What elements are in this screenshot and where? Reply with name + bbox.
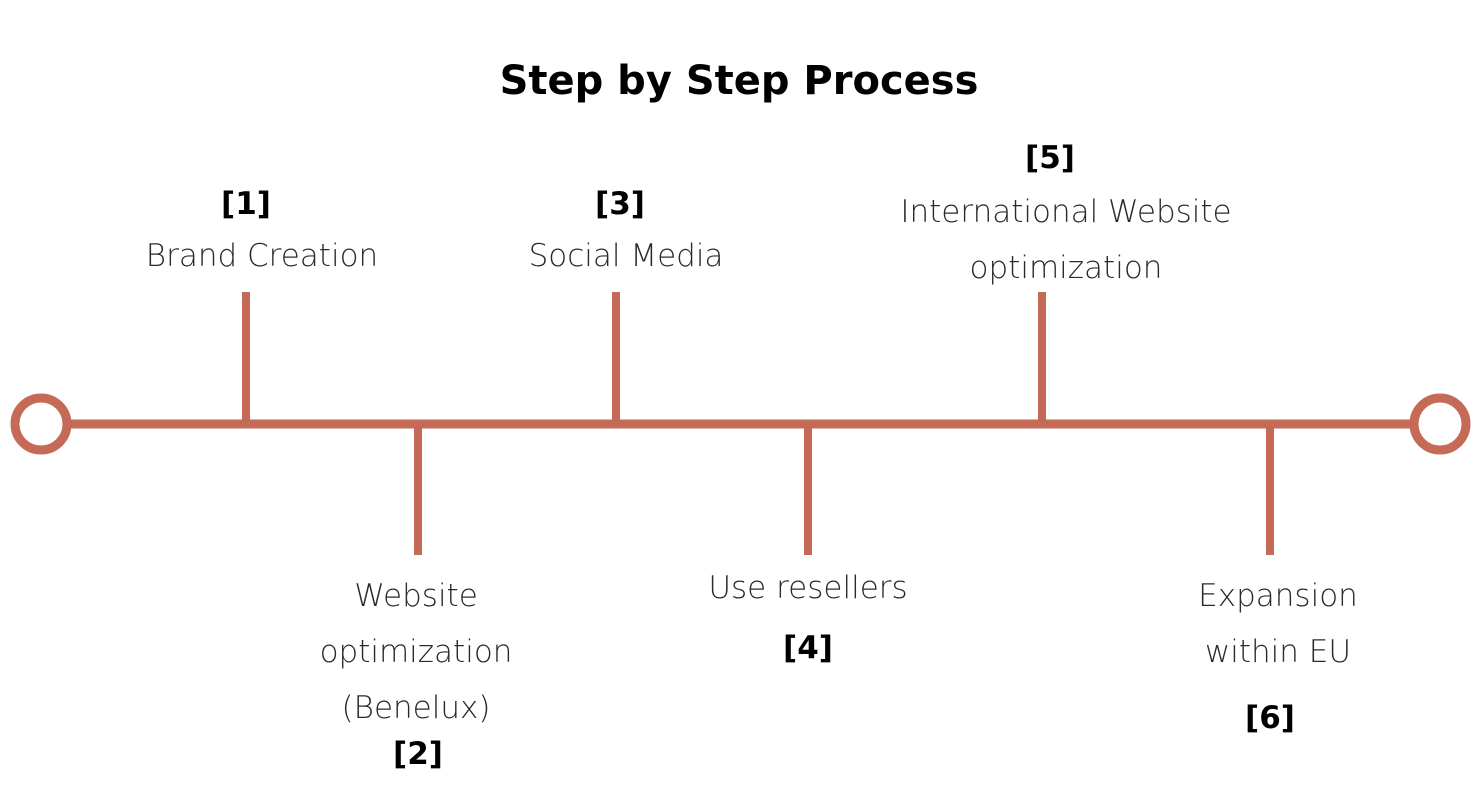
step-2-number: [2]	[393, 736, 443, 772]
step-6-label: Expansion within EU	[1198, 578, 1358, 670]
step-4-label: Use resellers	[708, 570, 908, 606]
step-3-label: Social Media	[528, 238, 724, 274]
step-6-number: [6]	[1245, 700, 1295, 736]
timeline-start-circle	[10, 393, 72, 455]
diagram-title: Step by Step Process	[499, 58, 979, 104]
step-2-label: Website optimization (Benelux)	[319, 578, 513, 726]
step-3-number: [3]	[595, 186, 645, 222]
timeline-end-circle	[1409, 393, 1471, 455]
step-1-label: Brand Creation	[145, 238, 379, 274]
step-5-label: International Website optimization	[900, 194, 1232, 286]
step-1-number: [1]	[221, 186, 271, 222]
step-4-number: [4]	[783, 630, 833, 666]
step-5-number: [5]	[1025, 140, 1075, 176]
